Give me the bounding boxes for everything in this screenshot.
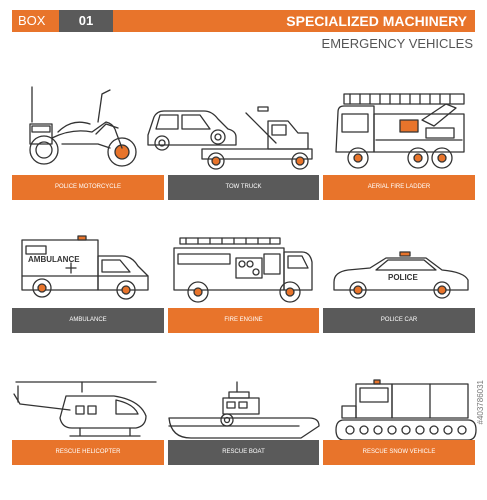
aerial-fire-ladder-icon — [335, 93, 465, 169]
rescue-boat-icon — [168, 381, 320, 439]
police-icon-text: POLICE — [388, 273, 418, 282]
vehicle-label-police-car: POLICE CAR — [323, 308, 475, 333]
header: BOX 01 SPECIALIZED MACHINERY — [12, 10, 475, 32]
vehicle-label-tow-truck: TOW TRUCK — [168, 175, 319, 200]
vehicle-label-aerial-fire-ladder: AERIAL FIRE LADDER — [323, 175, 475, 200]
vehicle-label-fire-engine: FIRE ENGINE — [168, 308, 319, 333]
ambulance-icon-text: AMBULANCE — [28, 255, 80, 264]
box-number: 01 — [59, 10, 113, 32]
rescue-snow-vehicle-icon — [335, 379, 477, 441]
vehicle-label-rescue-helicopter: RESCUE HELICOPTER — [12, 440, 164, 465]
rescue-helicopter-icon — [13, 381, 157, 437]
ambulance-icon: AMBULANCE — [21, 235, 149, 300]
vehicle-label-rescue-boat: RESCUE BOAT — [168, 440, 319, 465]
vehicle-label-ambulance: AMBULANCE — [12, 308, 164, 333]
stock-id: #403786031 — [476, 380, 485, 425]
fire-engine-icon — [173, 237, 313, 303]
police-car-icon: POLICE — [333, 251, 469, 299]
tow-truck-icon — [147, 106, 313, 170]
vehicle-label-police-motorcycle: POLICE MOTORCYCLE — [12, 175, 164, 200]
page-subtitle: EMERGENCY VEHICLES — [321, 36, 473, 51]
box-label: BOX — [12, 10, 59, 32]
police-motorcycle-icon — [29, 86, 137, 167]
vehicle-label-rescue-snow-vehicle: RESCUE SNOW VEHICLE — [323, 440, 475, 465]
page-title: SPECIALIZED MACHINERY — [113, 10, 475, 32]
